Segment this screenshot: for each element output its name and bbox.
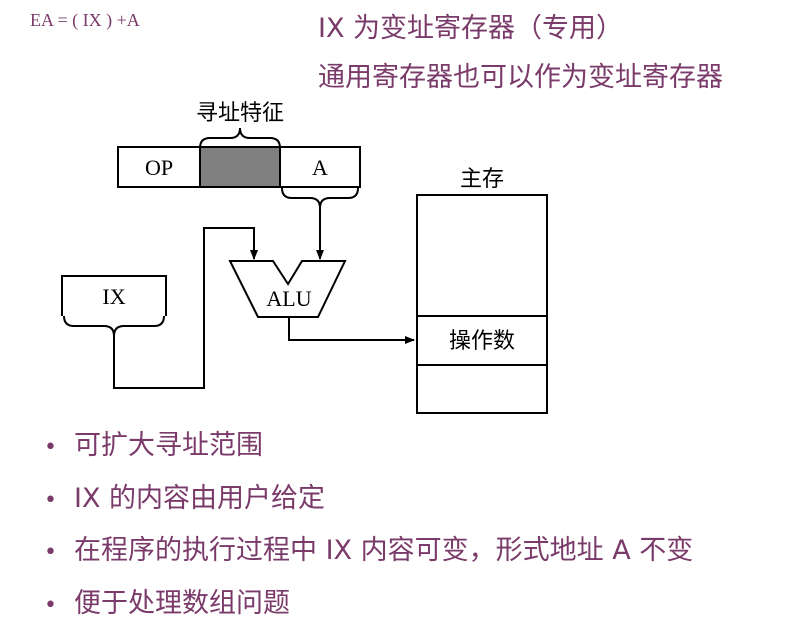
bullet-dot: •	[44, 435, 57, 460]
list-item-text: 便于处理数组问题	[74, 587, 290, 619]
alu-label: ALU	[266, 286, 311, 311]
memory-label: 主存	[460, 167, 504, 192]
ix-to-alu-arrow	[113, 227, 258, 389]
list-item-text: 可扩大寻址范围	[74, 430, 263, 461]
list-item: • 可扩大寻址范围	[44, 426, 693, 479]
alu-shape	[228, 260, 347, 318]
feature-list: • 可扩大寻址范围 • IX 的内容由用户给定 • 在程序的执行过程中 IX 内容可变…	[44, 426, 693, 636]
bullet-dot: •	[44, 487, 57, 513]
operand-label: 操作数	[449, 329, 515, 354]
op-label: OP	[145, 155, 173, 180]
list-item: • IX 的内容由用户给定	[44, 479, 693, 532]
alu-to-memory-arrow	[288, 317, 415, 344]
header-line-2: 通用寄存器也可以作为变址寄存器	[318, 62, 723, 93]
main-memory	[416, 194, 548, 414]
list-item: • 便于处理数组问题	[44, 584, 693, 636]
op-field	[117, 146, 201, 188]
addressing-feature-brace	[199, 127, 281, 149]
ix-label: IX	[102, 284, 125, 309]
list-item: • 在程序的执行过程中 IX 内容可变，形式地址 A 不变	[44, 531, 693, 584]
addressing-feature-label: 寻址特征	[196, 101, 284, 126]
a-field-brace	[281, 187, 359, 209]
bullet-dot: •	[44, 540, 57, 565]
a-label: A	[312, 155, 328, 180]
list-item-text: IX 的内容由用户给定	[74, 482, 326, 514]
bullet-dot: •	[44, 592, 57, 618]
formula-text: EA = ( IX ) +A	[30, 10, 140, 30]
addressing-feature-field	[199, 146, 281, 188]
header-line-1: IX 为变址寄存器（专用）	[318, 13, 624, 44]
ix-register-brace	[63, 315, 165, 337]
list-item-text: 在程序的执行过程中 IX 内容可变，形式地址 A 不变	[74, 535, 694, 566]
ix-register	[61, 275, 167, 316]
a-field	[279, 146, 361, 188]
